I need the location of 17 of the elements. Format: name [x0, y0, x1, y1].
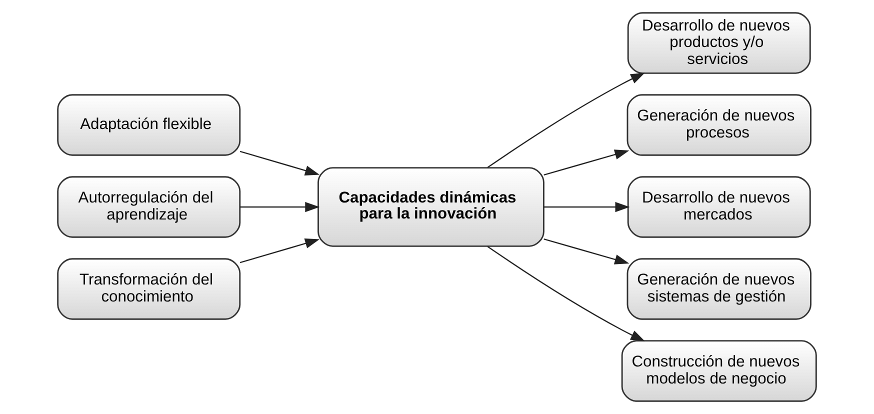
- arrow: [544, 202, 630, 212]
- node-box: Autorregulación del aprendizaje: [57, 176, 241, 238]
- node-box: Adaptación flexible: [57, 94, 241, 156]
- arrow: [487, 246, 646, 342]
- arrow: [487, 72, 646, 168]
- arrow: [544, 150, 630, 176]
- node-box: Transformación del conocimiento: [57, 258, 241, 320]
- arrow: [240, 202, 320, 212]
- node-box: Desarrollo de nuevos productos y/o servicios: [627, 12, 811, 74]
- arrow: [544, 238, 630, 264]
- arrow: [240, 150, 320, 176]
- node-box: Generación de nuevos procesos: [626, 94, 812, 156]
- node-box: Generación de nuevos sistemas de gestión: [626, 258, 812, 320]
- node-box: Construcción de nuevos modelos de negocio: [621, 340, 817, 402]
- node-box: Capacidades dinámicas para la innovación: [318, 167, 544, 247]
- arrow: [240, 238, 320, 264]
- node-box: Desarrollo de nuevos mercados: [627, 176, 811, 238]
